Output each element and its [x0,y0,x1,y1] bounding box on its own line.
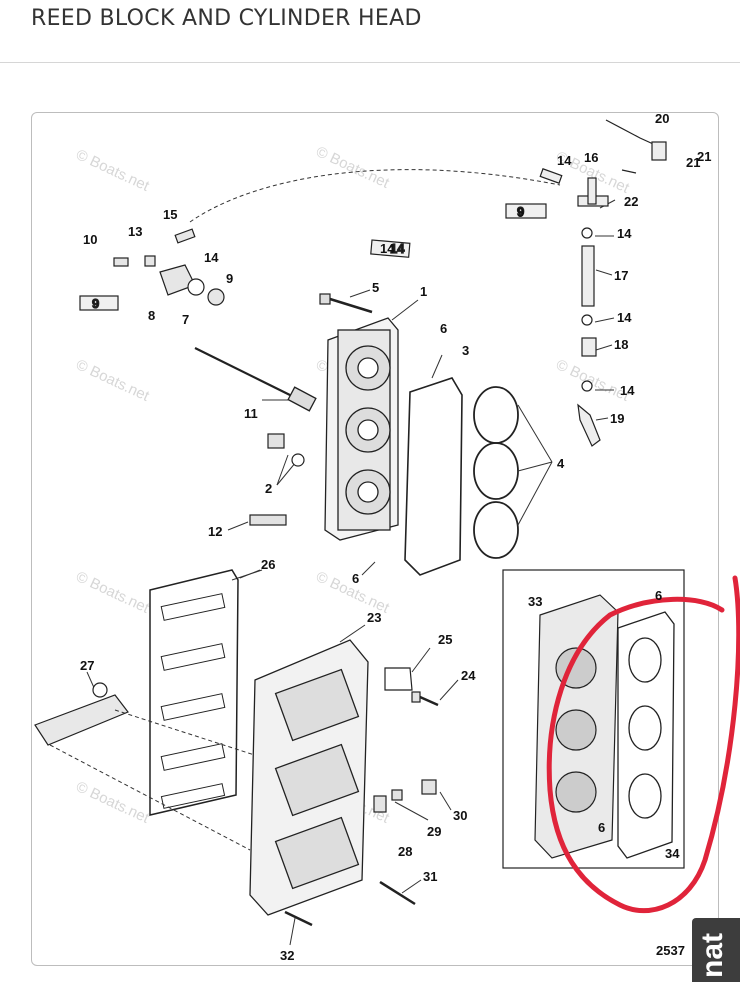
hose-assembly[interactable] [539,119,667,447]
callout: 18 [614,337,628,352]
svg-text:14: 14 [390,241,405,256]
page-title: REED BLOCK AND CYLINDER HEAD [31,6,422,31]
cylinder-head[interactable] [534,594,619,859]
thermostat-housing[interactable] [113,228,225,306]
callout: 33 [528,594,542,609]
reed-block-housing[interactable] [249,639,369,916]
callout: 8 [148,308,155,323]
hardware-parts[interactable] [284,667,439,927]
watermark: © Boats.net [313,143,392,192]
side-feedback-tab[interactable]: nat [692,918,740,982]
callout: 4 [557,456,565,471]
callout: 17 [614,268,628,283]
callout: 30 [453,808,467,823]
callout: 16 [584,150,598,165]
callout: 29 [427,824,441,839]
svg-text:9: 9 [517,204,524,219]
callout: 28 [398,844,412,859]
callout: 24 [461,668,476,683]
callout: 34 [665,846,680,861]
reed-block-gasket[interactable] [149,569,239,816]
dashed-alignment [49,709,271,851]
head-gasket[interactable] [617,611,675,859]
callout: 14 [380,241,395,256]
callout: 14 [204,250,219,265]
watermark: © Boats.net [73,778,152,827]
callout: 6 [655,588,662,603]
fitting-parts[interactable] [249,433,305,526]
callout: 3 [462,343,469,358]
callout: 5 [372,280,379,295]
callout: 26 [261,557,275,572]
bolt-5[interactable] [319,293,373,314]
callout: 10 [83,232,97,247]
callout: 11 [244,406,258,421]
callout: 27 [80,658,94,673]
cover-gasket[interactable] [404,377,463,576]
callout: 12 [208,524,222,539]
callout: 31 [423,869,437,884]
callout: 14 [617,310,632,325]
sealant-tube-9b[interactable]: 9 [505,203,547,220]
watermark: © Boats.net [73,568,152,617]
callout: 6 [598,820,605,835]
page-header: REED BLOCK AND CYLINDER HEAD [0,0,740,63]
callout: 23 [367,610,381,625]
callout: 7 [182,312,189,327]
figure-number: 2537 [656,943,685,958]
callout: 1 [420,284,427,299]
callout: 2 [265,481,272,496]
callout: 6 [352,571,359,586]
thermostat-bolt[interactable] [194,347,317,412]
callout: 32 [280,948,294,963]
svg-text:9: 9 [92,296,99,311]
sealant-tube-14[interactable]: 14 [370,239,411,258]
reed-valve[interactable] [34,682,129,746]
callout: 9 [226,271,233,286]
callout: 14 [617,226,632,241]
callout: 9 [517,205,524,220]
callout: 6 [440,321,447,336]
callout: 25 [438,632,452,647]
side-tab-label: nat [696,933,729,978]
cylinder-head-cover[interactable] [324,317,399,541]
o-rings[interactable] [473,386,519,559]
callout: 13 [128,224,142,239]
hose-route-dashed [189,169,561,223]
callout: 14 [557,153,572,168]
callout-labels: 1 2 3 4 5 6 6 6 6 7 8 9 9 10 11 12 13 14… [80,111,711,963]
callout: 21 [697,149,711,164]
watermark: © Boats.net [73,356,152,405]
gasket-slots [160,593,226,809]
callout: 15 [163,207,177,222]
callout: 22 [624,194,638,209]
callout: 20 [655,111,669,126]
callout: 14 [620,383,635,398]
highlight-circle [546,575,740,914]
callout: 21 [686,155,700,170]
watermark: © Boats.net [73,146,152,195]
callout: 19 [610,411,624,426]
sealant-tube-9[interactable]: 9 [79,295,119,312]
